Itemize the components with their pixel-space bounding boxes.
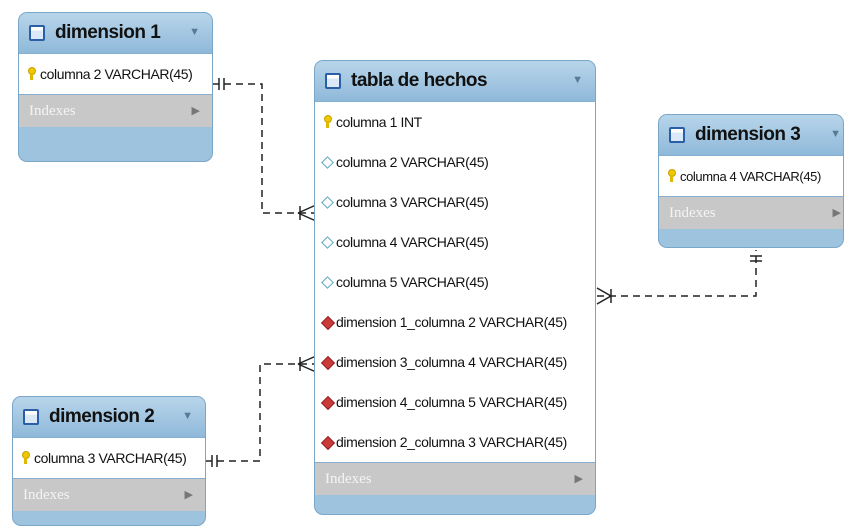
key-icon — [24, 67, 38, 81]
table-title: dimension 3 — [695, 124, 801, 145]
key-icon — [18, 451, 32, 465]
relationship-dimension1-fact — [212, 78, 317, 222]
column-label: dimension 3_columna 4 VARCHAR(45) — [336, 354, 567, 370]
relationship-dimension2-fact — [205, 355, 317, 467]
table-header[interactable]: dimension 1 ▼ — [19, 13, 212, 53]
key-icon — [320, 115, 334, 129]
chevron-down-icon[interactable]: ▼ — [189, 26, 200, 38]
indexes-label: Indexes — [669, 204, 716, 221]
indexes-label: Indexes — [23, 486, 70, 503]
column-diamond-icon — [320, 275, 334, 289]
chevron-down-icon[interactable]: ▼ — [182, 410, 193, 422]
table-title: dimension 2 — [49, 406, 155, 427]
table-title: dimension 1 — [55, 22, 161, 43]
foreign-key-icon — [320, 315, 334, 329]
column-label: columna 3 VARCHAR(45) — [336, 194, 489, 210]
indexes-section[interactable]: Indexes ▶ — [315, 463, 595, 495]
table-fact[interactable]: tabla de hechos ▼ columna 1 INT columna … — [314, 60, 596, 515]
column-row[interactable]: columna 3 VARCHAR(45) — [13, 438, 205, 478]
column-label: columna 3 VARCHAR(45) — [34, 450, 187, 466]
column-row[interactable]: dimension 1_columna 2 VARCHAR(45) — [315, 302, 595, 342]
table-dimension-3[interactable]: dimension 3 ▼ columna 4 VARCHAR(45) Inde… — [658, 114, 844, 248]
column-label: columna 4 VARCHAR(45) — [336, 234, 489, 250]
column-list: columna 3 VARCHAR(45) — [13, 437, 205, 479]
column-row[interactable]: columna 4 VARCHAR(45) — [315, 222, 595, 262]
column-label: dimension 4_columna 5 VARCHAR(45) — [336, 394, 567, 410]
column-row[interactable]: columna 3 VARCHAR(45) — [315, 182, 595, 222]
chevron-right-icon[interactable]: ▶ — [191, 105, 200, 117]
column-row[interactable]: columna 4 VARCHAR(45) — [659, 156, 843, 196]
column-row[interactable]: dimension 2_columna 3 VARCHAR(45) — [315, 422, 595, 462]
table-icon — [23, 409, 39, 425]
key-icon — [664, 169, 678, 183]
column-label: columna 2 VARCHAR(45) — [336, 154, 489, 170]
table-icon — [29, 25, 45, 41]
column-row[interactable]: dimension 4_columna 5 VARCHAR(45) — [315, 382, 595, 422]
column-list: columna 4 VARCHAR(45) — [659, 155, 843, 197]
column-row[interactable]: columna 2 VARCHAR(45) — [315, 142, 595, 182]
column-row[interactable]: columna 5 VARCHAR(45) — [315, 262, 595, 302]
foreign-key-icon — [320, 395, 334, 409]
chevron-right-icon[interactable]: ▶ — [832, 207, 841, 219]
column-list: columna 1 INT columna 2 VARCHAR(45) colu… — [315, 101, 595, 463]
relationship-dimension3-fact — [596, 250, 762, 305]
indexes-label: Indexes — [29, 102, 76, 119]
column-label: columna 2 VARCHAR(45) — [40, 66, 193, 82]
column-label: columna 4 VARCHAR(45) — [680, 168, 821, 184]
column-label: columna 1 INT — [336, 114, 422, 130]
indexes-section[interactable]: Indexes ▶ — [659, 197, 843, 229]
column-diamond-icon — [320, 235, 334, 249]
chevron-down-icon[interactable]: ▼ — [830, 128, 841, 140]
table-header[interactable]: dimension 2 ▼ — [13, 397, 205, 437]
column-row[interactable]: columna 1 INT — [315, 102, 595, 142]
table-dimension-1[interactable]: dimension 1 ▼ columna 2 VARCHAR(45) Inde… — [18, 12, 213, 162]
column-label: dimension 1_columna 2 VARCHAR(45) — [336, 314, 567, 330]
table-dimension-2[interactable]: dimension 2 ▼ columna 3 VARCHAR(45) Inde… — [12, 396, 206, 526]
column-label: columna 5 VARCHAR(45) — [336, 274, 489, 290]
column-label: dimension 2_columna 3 VARCHAR(45) — [336, 434, 567, 450]
table-icon — [669, 127, 685, 143]
indexes-label: Indexes — [325, 470, 372, 487]
indexes-section[interactable]: Indexes ▶ — [13, 479, 205, 511]
indexes-section[interactable]: Indexes ▶ — [19, 95, 212, 127]
column-diamond-icon — [320, 195, 334, 209]
foreign-key-icon — [320, 435, 334, 449]
chevron-right-icon[interactable]: ▶ — [184, 489, 193, 501]
column-list: columna 2 VARCHAR(45) — [19, 53, 212, 95]
table-title: tabla de hechos — [351, 70, 488, 91]
foreign-key-icon — [320, 355, 334, 369]
table-header[interactable]: tabla de hechos ▼ — [315, 61, 595, 101]
column-row[interactable]: columna 2 VARCHAR(45) — [19, 54, 212, 94]
chevron-down-icon[interactable]: ▼ — [572, 74, 583, 86]
column-diamond-icon — [320, 155, 334, 169]
table-icon — [325, 73, 341, 89]
chevron-right-icon[interactable]: ▶ — [574, 473, 583, 485]
table-header[interactable]: dimension 3 ▼ — [659, 115, 843, 155]
column-row[interactable]: dimension 3_columna 4 VARCHAR(45) — [315, 342, 595, 382]
